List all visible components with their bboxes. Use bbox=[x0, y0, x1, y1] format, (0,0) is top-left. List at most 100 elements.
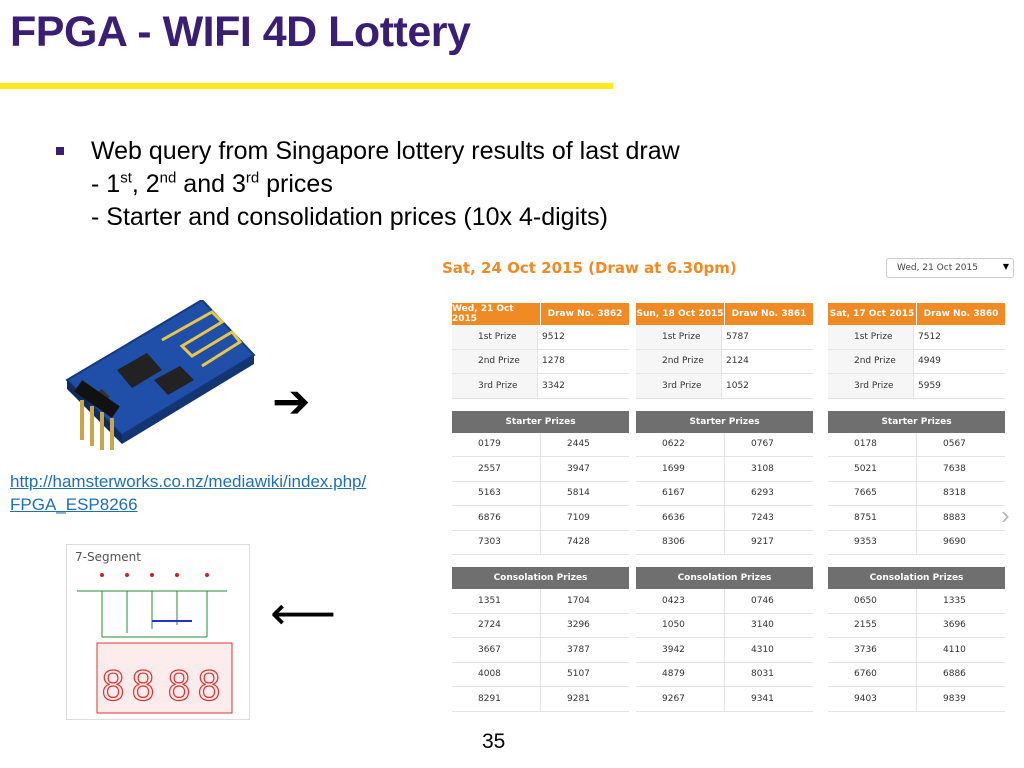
bullet-line-3: - Starter and consolidation prices (10x … bbox=[91, 203, 608, 231]
starter-number: 7428 bbox=[540, 530, 629, 554]
consolation-row: 4879 8031 bbox=[636, 662, 813, 687]
starter-number: 7109 bbox=[540, 506, 629, 530]
prize-row-second: 2nd Prize 2124 bbox=[636, 349, 813, 374]
starter-number: 7665 bbox=[854, 488, 877, 499]
consolation-row: 3942 4310 bbox=[636, 638, 813, 663]
consolation-number: 0650 bbox=[854, 595, 877, 606]
starter-number: 0179 bbox=[478, 439, 501, 450]
draw-number: Draw No. 3861 bbox=[724, 303, 813, 325]
seg-title: 7-Segment bbox=[75, 550, 141, 564]
starter-row: 8751 8883 bbox=[828, 506, 1005, 531]
consolation-number: 4310 bbox=[724, 638, 813, 662]
consolation-number: 9403 bbox=[854, 693, 877, 704]
consolation-row: 1351 1704 bbox=[452, 589, 629, 614]
starter-number: 5021 bbox=[854, 463, 877, 474]
consolation-row: 4008 5107 bbox=[452, 662, 629, 687]
starter-number: 9353 bbox=[854, 537, 877, 548]
consolation-row: 9267 9341 bbox=[636, 687, 813, 712]
consolation-number: 0423 bbox=[662, 595, 685, 606]
bullet-square-icon bbox=[56, 147, 64, 155]
starter-number: 2445 bbox=[540, 432, 629, 456]
starter-number: 0767 bbox=[724, 432, 813, 456]
consolation-number: 1050 bbox=[662, 620, 685, 631]
draw-panel: Wed, 21 Oct 2015 Draw No. 3862 1st Prize… bbox=[452, 303, 629, 712]
prize-row-second: 2nd Prize 1278 bbox=[452, 349, 629, 374]
starter-row: 7665 8318 bbox=[828, 481, 1005, 506]
chevron-right-icon[interactable]: › bbox=[1001, 500, 1010, 530]
starter-number: 3108 bbox=[724, 457, 813, 481]
title-underline bbox=[0, 83, 613, 89]
prize-value: 1278 bbox=[537, 349, 629, 373]
esp8266-module-image bbox=[65, 300, 256, 450]
starter-row: 6636 7243 bbox=[636, 506, 813, 531]
starter-number: 8306 bbox=[662, 537, 685, 548]
starter-row: 1699 3108 bbox=[636, 457, 813, 482]
bullet-text: Web query from Singapore lottery results… bbox=[91, 135, 680, 234]
starter-number: 7303 bbox=[478, 537, 501, 548]
draw-panel-header: Wed, 21 Oct 2015 Draw No. 3862 bbox=[452, 303, 629, 325]
consolation-number: 3296 bbox=[540, 613, 629, 637]
starter-number: 6636 bbox=[662, 512, 685, 523]
prize-row-third: 3rd Prize 1052 bbox=[636, 374, 813, 399]
prize-value: 4949 bbox=[913, 349, 1005, 373]
prize-value: 5959 bbox=[913, 374, 1005, 398]
starter-number: 7638 bbox=[916, 457, 1005, 481]
prize-label: 3rd Prize bbox=[828, 374, 913, 398]
slide-title: FPGA - WIFI 4D Lottery bbox=[10, 8, 471, 56]
starter-number: 8318 bbox=[916, 481, 1005, 505]
chevron-down-icon: ▼ bbox=[1002, 262, 1009, 271]
consolation-row: 3736 4110 bbox=[828, 638, 1005, 663]
consolation-prizes-header: Consolation Prizes bbox=[828, 567, 1005, 589]
prize-row-third: 3rd Prize 5959 bbox=[828, 374, 1005, 399]
starter-number: 9690 bbox=[916, 530, 1005, 554]
prize-label: 1st Prize bbox=[452, 325, 537, 349]
consolation-row: 0650 1335 bbox=[828, 589, 1005, 614]
starter-row: 5021 7638 bbox=[828, 457, 1005, 482]
consolation-row: 1050 3140 bbox=[636, 613, 813, 638]
consolation-number: 3736 bbox=[854, 644, 877, 655]
lottery-results-screenshot: Sat, 24 Oct 2015 (Draw at 6.30pm) Wed, 2… bbox=[440, 250, 1016, 720]
starter-prizes-header: Starter Prizes bbox=[636, 410, 813, 433]
bullet-line-1: Web query from Singapore lottery results… bbox=[91, 137, 680, 165]
starter-number: 8751 bbox=[854, 512, 877, 523]
draw-date-select[interactable]: Wed, 21 Oct 2015 ▼ bbox=[886, 258, 1014, 278]
consolation-number: 3942 bbox=[662, 644, 685, 655]
prize-row-first: 1st Prize 7512 bbox=[828, 325, 1005, 350]
consolation-prizes-header: Consolation Prizes bbox=[636, 567, 813, 589]
hamsterworks-link[interactable]: http://hamsterworks.co.nz/mediawiki/inde… bbox=[10, 472, 367, 514]
prize-row-second: 2nd Prize 4949 bbox=[828, 349, 1005, 374]
consolation-number: 3140 bbox=[724, 613, 813, 637]
prize-label: 2nd Prize bbox=[828, 349, 913, 373]
starter-row: 6876 7109 bbox=[452, 506, 629, 531]
consolation-number: 9267 bbox=[662, 693, 685, 704]
consolation-number: 4879 bbox=[662, 669, 685, 680]
svg-text:8: 8 bbox=[197, 664, 221, 710]
prize-value: 5787 bbox=[721, 325, 813, 349]
consolation-row: 0423 0746 bbox=[636, 589, 813, 614]
prize-value: 2124 bbox=[721, 349, 813, 373]
prize-label: 1st Prize bbox=[636, 325, 721, 349]
prize-value: 9512 bbox=[537, 325, 629, 349]
prize-label: 2nd Prize bbox=[452, 349, 537, 373]
starter-number: 9217 bbox=[724, 530, 813, 554]
draw-panel: Sun, 18 Oct 2015 Draw No. 3861 1st Prize… bbox=[636, 303, 813, 712]
draw-panel-header: Sat, 17 Oct 2015 Draw No. 3860 bbox=[828, 303, 1005, 325]
draw-panel-header: Sun, 18 Oct 2015 Draw No. 3861 bbox=[636, 303, 813, 325]
consolation-number: 9839 bbox=[916, 687, 1005, 711]
starter-number: 0178 bbox=[854, 439, 877, 450]
svg-text:8: 8 bbox=[101, 664, 125, 710]
starter-number: 1699 bbox=[662, 463, 685, 474]
consolation-number: 3667 bbox=[478, 644, 501, 655]
arrow-left-icon: ⟵ bbox=[270, 586, 336, 640]
prize-value: 7512 bbox=[913, 325, 1005, 349]
consolation-row: 3667 3787 bbox=[452, 638, 629, 663]
prize-label: 3rd Prize bbox=[636, 374, 721, 398]
starter-row: 7303 7428 bbox=[452, 530, 629, 555]
prize-label: 3rd Prize bbox=[452, 374, 537, 398]
consolation-number: 4008 bbox=[478, 669, 501, 680]
starter-number: 7243 bbox=[724, 506, 813, 530]
consolation-number: 9281 bbox=[540, 687, 629, 711]
starter-number: 0567 bbox=[916, 432, 1005, 456]
consolation-number: 9341 bbox=[724, 687, 813, 711]
